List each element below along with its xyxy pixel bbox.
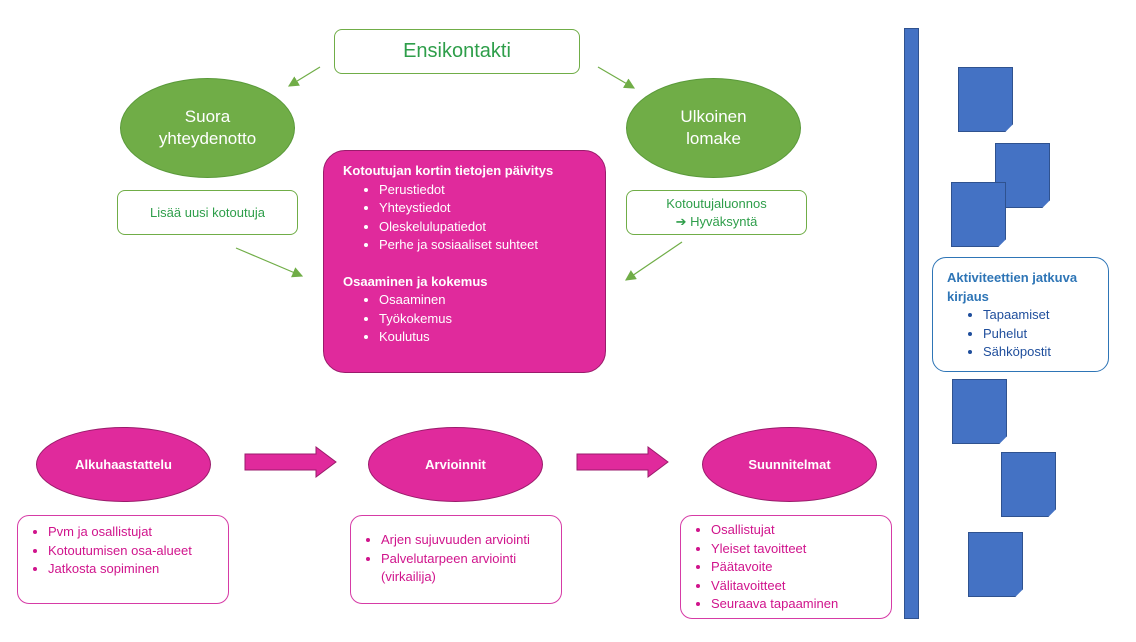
lisaa-label: Lisää uusi kotoutuja (150, 205, 265, 220)
detail-item: Palvelutarpeen arviointi (virkailija) (381, 550, 555, 587)
card-heading-1: Kotoutujan kortin tietojen päivitys (343, 163, 554, 178)
ulkoinen-line2: lomake (686, 129, 741, 148)
suora-yhteydenotto-oval: Suora yhteydenotto (120, 78, 295, 178)
vertical-divider-bar (904, 28, 919, 619)
arrow-lisaa-to-card (235, 247, 304, 278)
document-icon (952, 379, 1007, 444)
block-arrow-2 (576, 446, 669, 478)
document-icon (1001, 452, 1056, 517)
card-item: Koulutus (379, 328, 605, 347)
alkuhaastattelu-title: Alkuhaastattelu (75, 457, 172, 472)
kotoutujaluonnos-box: Kotoutujaluonnos ➔ Hyväksyntä (626, 190, 807, 235)
arvioinnit-oval: Arvioinnit (368, 427, 543, 502)
arrow-luonnos-to-card (625, 241, 683, 281)
detail-item: Välitavoitteet (711, 577, 891, 596)
detail-item: Päätavoite (711, 558, 891, 577)
arvioinnit-details: Arjen sujuvuuden arviointi Palvelutarpee… (350, 515, 562, 604)
alkuhaastattelu-oval: Alkuhaastattelu (36, 427, 211, 502)
suora-line2: yhteydenotto (158, 129, 257, 148)
detail-item: Pvm ja osallistujat (48, 523, 228, 542)
card-item: Oleskelulupatiedot (379, 218, 605, 237)
kortin-tiedot-card: Kotoutujan kortin tietojen päivitys Peru… (323, 150, 606, 373)
card-item: Perhe ja sosiaaliset suhteet (379, 236, 605, 255)
ulkoinen-line1: Ulkoinen (680, 107, 747, 126)
card-heading-2: Osaaminen ja kokemus (343, 273, 488, 289)
luonnos-line1: Kotoutujaluonnos (666, 195, 767, 211)
suunnitelmat-title: Suunnitelmat (748, 457, 831, 472)
ensikontakti-box: Ensikontakti (334, 29, 580, 74)
card-item: Perustiedot (379, 181, 605, 200)
arrow-to-ulkoinen (597, 66, 636, 89)
card-list-2: Osaaminen Työkokemus Koulutus (343, 291, 605, 347)
activity-item: Sähköpostit (983, 343, 1102, 362)
card-item: Osaaminen (379, 291, 605, 310)
right-arrow-icon: ➔ (675, 213, 687, 229)
detail-item: Seuraava tapaaminen (711, 595, 891, 614)
luonnos-line2: Hyväksyntä (690, 213, 758, 229)
arrow-to-suora (287, 66, 321, 87)
card-item: Yhteystiedot (379, 199, 605, 218)
document-icon (968, 532, 1023, 597)
suunnitelmat-oval: Suunnitelmat (702, 427, 877, 502)
card-item: Työkokemus (379, 310, 605, 329)
activity-item: Tapaamiset (983, 306, 1102, 325)
detail-item: Arjen sujuvuuden arviointi (381, 531, 555, 550)
activity-item: Puhelut (983, 325, 1102, 344)
aktiviteetit-title: Aktiviteettien jatkuva kirjaus (947, 270, 1078, 304)
alkuhaastattelu-details: Pvm ja osallistujat Kotoutumisen osa-alu… (17, 515, 229, 604)
suora-line1: Suora (184, 107, 231, 126)
detail-item: Kotoutumisen osa-alueet (48, 542, 228, 561)
suunnitelmat-details: Osallistujat Yleiset tavoitteet Päätavoi… (680, 515, 892, 619)
arvioinnit-title: Arvioinnit (425, 457, 486, 472)
aktiviteetit-box: Aktiviteettien jatkuva kirjaus Tapaamise… (932, 257, 1109, 372)
card-list-1: Perustiedot Yhteystiedot Oleskelulupatie… (343, 181, 605, 255)
ensikontakti-label: Ensikontakti (403, 40, 511, 62)
lisaa-kotoutuja-box: Lisää uusi kotoutuja (117, 190, 298, 235)
ulkoinen-lomake-oval: Ulkoinen lomake (626, 78, 801, 178)
detail-item: Jatkosta sopiminen (48, 560, 228, 579)
document-icon (958, 67, 1013, 132)
document-icon (951, 182, 1006, 247)
block-arrow-1 (244, 446, 337, 478)
detail-item: Yleiset tavoitteet (711, 540, 891, 559)
detail-item: Osallistujat (711, 521, 891, 540)
